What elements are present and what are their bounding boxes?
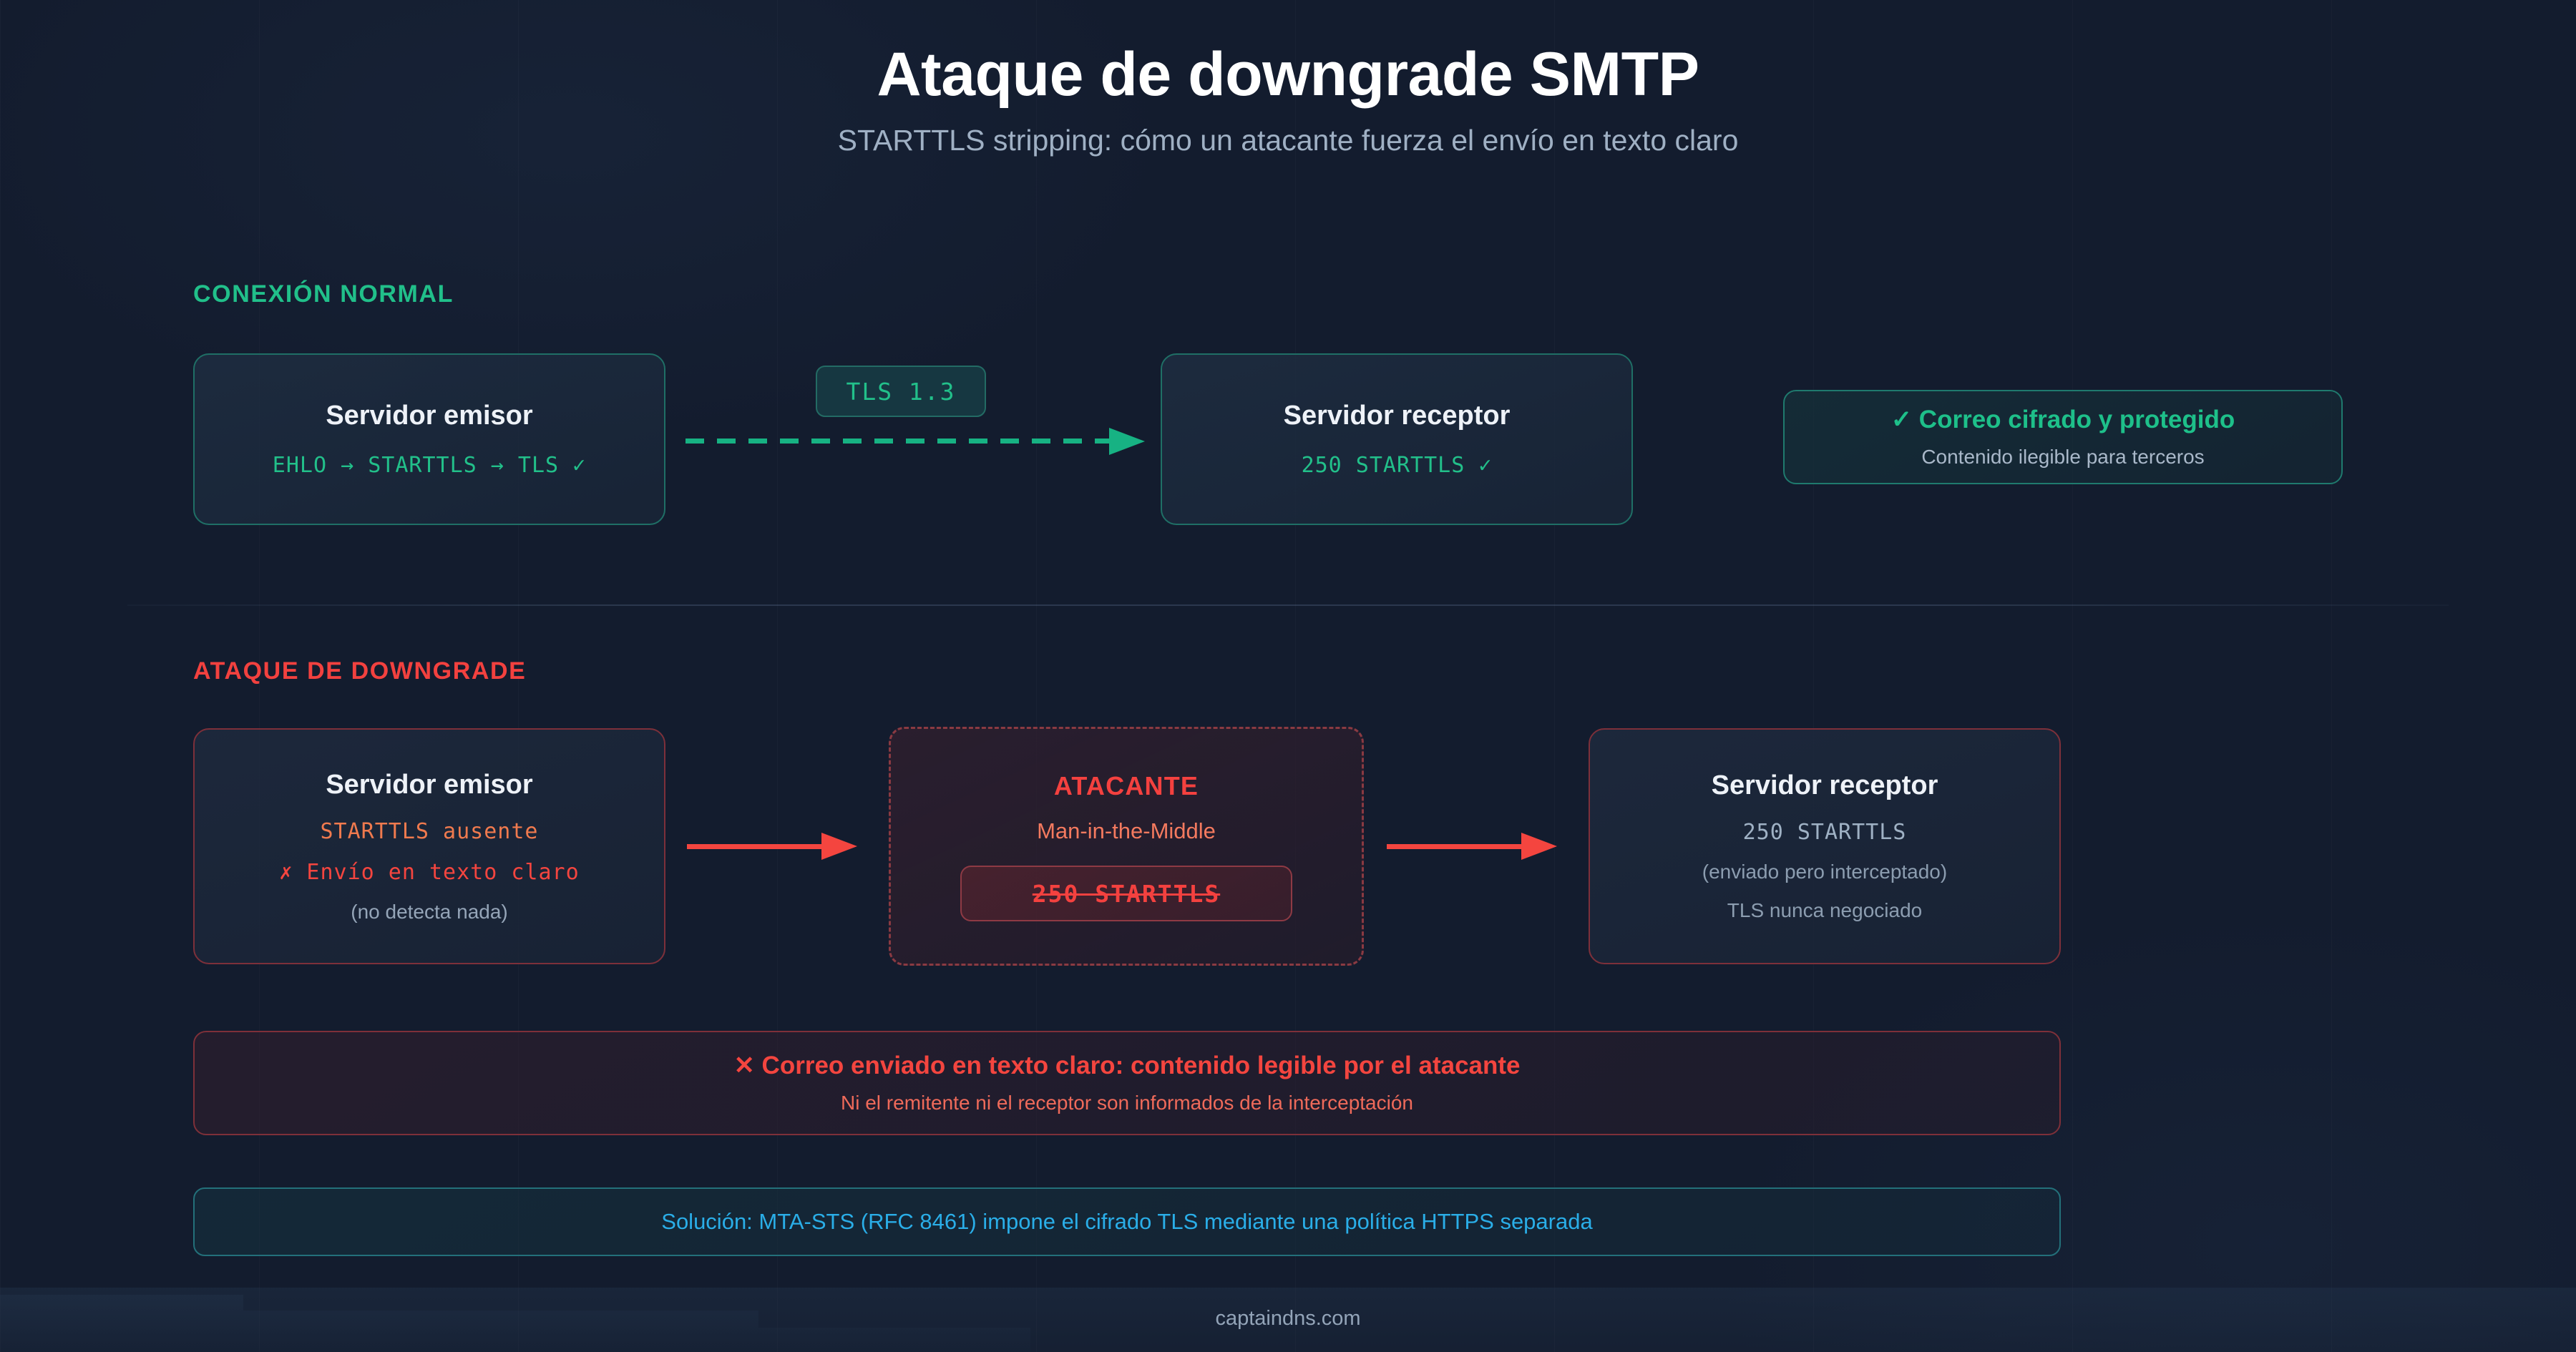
attack-flow-arrow-attacker-to-receiver [1387, 833, 1558, 860]
attack-sender-title: Servidor emisor [326, 769, 533, 800]
footer-site-label: captaindns.com [1215, 1307, 1361, 1330]
warning-box: ✕ Correo enviado en texto claro: conteni… [193, 1031, 2061, 1135]
normal-sender-detail: EHLO → STARTTLS → TLS ✓ [272, 453, 587, 478]
normal-flow-arrow [686, 428, 1146, 455]
arrow-head-icon [821, 833, 857, 860]
solution-text: Solución: MTA-STS (RFC 8461) impone el c… [661, 1209, 1593, 1234]
header: Ataque de downgrade SMTP STARTTLS stripp… [0, 41, 2576, 157]
arrow-shaft-dashed [686, 439, 1109, 444]
attack-receiver-line-1: 250 STARTTLS [1742, 820, 1907, 845]
warning-headline: ✕ Correo enviado en texto claro: conteni… [733, 1052, 1521, 1079]
attacker-title: ATACANTE [1053, 771, 1199, 800]
attack-sender-line-2: ✗ Envío en texto claro [279, 859, 580, 885]
stripped-command-pill: 250 STARTTLS [960, 866, 1292, 921]
solution-box: Solución: MTA-STS (RFC 8461) impone el c… [193, 1187, 2061, 1256]
arrow-head-icon [1109, 428, 1145, 455]
normal-receiver-title: Servidor receptor [1283, 401, 1511, 431]
normal-sender-card: Servidor emisor EHLO → STARTTLS → TLS ✓ [193, 353, 665, 525]
attack-sender-card: Servidor emisor STARTTLS ausente ✗ Envío… [193, 728, 665, 964]
page-title: Ataque de downgrade SMTP [877, 40, 1699, 109]
attack-sender-line-1: STARTTLS ausente [320, 818, 539, 844]
normal-result-headline: ✓ Correo cifrado y protegido [1890, 406, 2235, 433]
attack-receiver-line-3: TLS nunca negociado [1727, 899, 1923, 921]
normal-result-subtext: Contenido ilegible para terceros [1921, 446, 2205, 468]
attack-sender-line-3: (no detecta nada) [351, 900, 508, 923]
section-divider [127, 604, 2449, 606]
attack-receiver-title: Servidor receptor [1711, 770, 1938, 800]
section-label-attack: ATAQUE DE DOWNGRADE [193, 657, 527, 685]
warning-subtext: Ni el remitente ni el receptor son infor… [841, 1092, 1413, 1114]
normal-result-box: ✓ Correo cifrado y protegido Contenido i… [1783, 390, 2343, 484]
arrow-head-icon [1521, 833, 1557, 860]
normal-receiver-card: Servidor receptor 250 STARTTLS ✓ [1161, 353, 1633, 525]
attacker-card: ATACANTE Man-in-the-Middle 250 STARTTLS [889, 727, 1364, 966]
page-subtitle: STARTTLS stripping: cómo un atacante fue… [837, 123, 1739, 157]
attack-receiver-line-2: (enviado pero interceptado) [1702, 861, 1948, 883]
normal-sender-title: Servidor emisor [326, 401, 533, 431]
attack-flow-arrow-sender-to-attacker [687, 833, 859, 860]
attacker-role: Man-in-the-Middle [1037, 818, 1216, 843]
normal-receiver-detail: 250 STARTTLS ✓ [1301, 453, 1493, 478]
arrow-shaft-solid [687, 844, 823, 849]
arrow-shaft-solid [1387, 844, 1523, 849]
section-label-normal: CONEXIÓN NORMAL [193, 280, 454, 308]
tls-version-badge: TLS 1.3 [816, 366, 986, 417]
attack-receiver-card: Servidor receptor 250 STARTTLS (enviado … [1589, 728, 2061, 964]
